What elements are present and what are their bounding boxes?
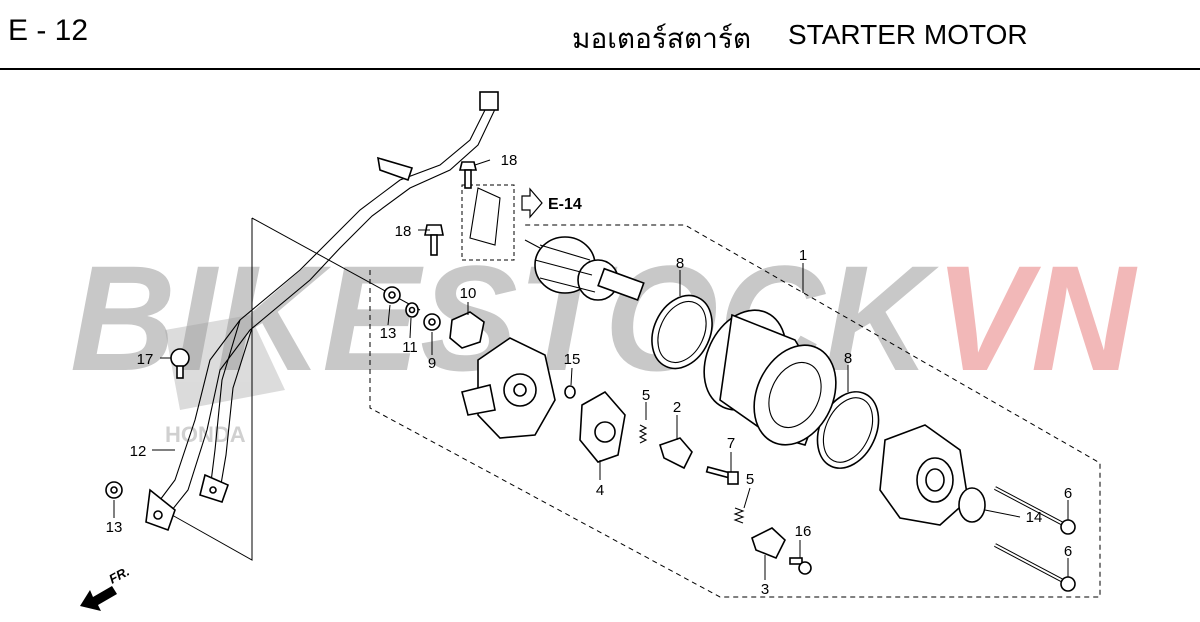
watermark-accent-text: VN bbox=[935, 234, 1138, 402]
brush-3 bbox=[751, 527, 786, 560]
nut-13-upper bbox=[383, 286, 401, 304]
bolt-18-upper bbox=[458, 161, 478, 189]
front-direction-arrow: FR. bbox=[80, 564, 132, 611]
reference-label: E-14 bbox=[548, 196, 582, 213]
o-ring-15 bbox=[564, 385, 576, 399]
page-header: E - 12 มอเตอร์สตาร์ต STARTER MOTOR bbox=[0, 0, 1200, 70]
callout-17: 17 bbox=[137, 351, 154, 368]
motor-case bbox=[703, 309, 837, 446]
callout-13-upper: 13 bbox=[380, 325, 397, 342]
callout-2: 2 bbox=[673, 399, 681, 416]
direction-label: FR. bbox=[106, 564, 132, 587]
brush-2 bbox=[659, 437, 693, 470]
callout-9: 9 bbox=[428, 355, 436, 372]
page-title-english: STARTER MOTOR bbox=[788, 19, 1028, 50]
o-ring-14 bbox=[958, 487, 986, 523]
callout-8-rear: 8 bbox=[844, 350, 852, 367]
bracket bbox=[469, 187, 501, 246]
spring-5-lower bbox=[733, 507, 745, 524]
callout-labels: 1 2 3 4 5 5 6 6 7 8 8 9 10 11 12 13 13 1… bbox=[106, 152, 1073, 598]
brush-holder-4 bbox=[579, 390, 626, 463]
front-cover bbox=[879, 424, 969, 526]
callout-15: 15 bbox=[564, 351, 581, 368]
callout-4: 4 bbox=[596, 482, 604, 499]
callout-5-lower: 5 bbox=[746, 471, 754, 488]
callout-13-lower: 13 bbox=[106, 519, 123, 536]
spring-5-upper bbox=[638, 424, 648, 444]
bolt-17 bbox=[170, 348, 190, 379]
callout-16: 16 bbox=[795, 523, 812, 540]
callout-6-lower: 6 bbox=[1064, 543, 1072, 560]
callout-8-front: 8 bbox=[676, 255, 684, 272]
bolt-18-lower bbox=[424, 224, 444, 256]
callout-18-lower: 18 bbox=[395, 223, 412, 240]
callout-5-upper: 5 bbox=[642, 387, 650, 404]
screw-16 bbox=[789, 557, 812, 575]
nut-13-lower bbox=[105, 481, 123, 499]
page-code: E - 12 bbox=[8, 14, 89, 47]
long-bolt-6-upper bbox=[994, 486, 1076, 535]
callout-6-upper: 6 bbox=[1064, 485, 1072, 502]
page-title-thai: มอเตอร์สตาร์ต bbox=[572, 17, 751, 61]
callout-14: 14 bbox=[1026, 509, 1043, 526]
callout-1: 1 bbox=[799, 247, 807, 264]
terminal-bolt-7 bbox=[705, 465, 739, 485]
cap-10 bbox=[449, 311, 485, 349]
washer-11 bbox=[405, 302, 419, 318]
callout-12: 12 bbox=[130, 443, 147, 460]
o-ring-8-front bbox=[651, 294, 713, 370]
reference-arrow-e14: E-14 bbox=[521, 187, 582, 219]
armature bbox=[524, 236, 645, 302]
leader-lines bbox=[113, 159, 1069, 580]
callout-7: 7 bbox=[727, 435, 735, 452]
callout-18-upper: 18 bbox=[501, 152, 518, 169]
callout-3: 3 bbox=[761, 581, 769, 598]
callout-10: 10 bbox=[460, 285, 477, 302]
starter-cable bbox=[145, 91, 499, 532]
rear-cover bbox=[461, 337, 556, 439]
starter-motor-exploded-diagram: BIKESTOCK VN HONDA E-14 bbox=[70, 91, 1138, 611]
callout-11: 11 bbox=[402, 339, 418, 356]
nut-9 bbox=[423, 313, 441, 331]
title-thai-text: มอเตอร์สตาร์ต bbox=[572, 22, 752, 55]
